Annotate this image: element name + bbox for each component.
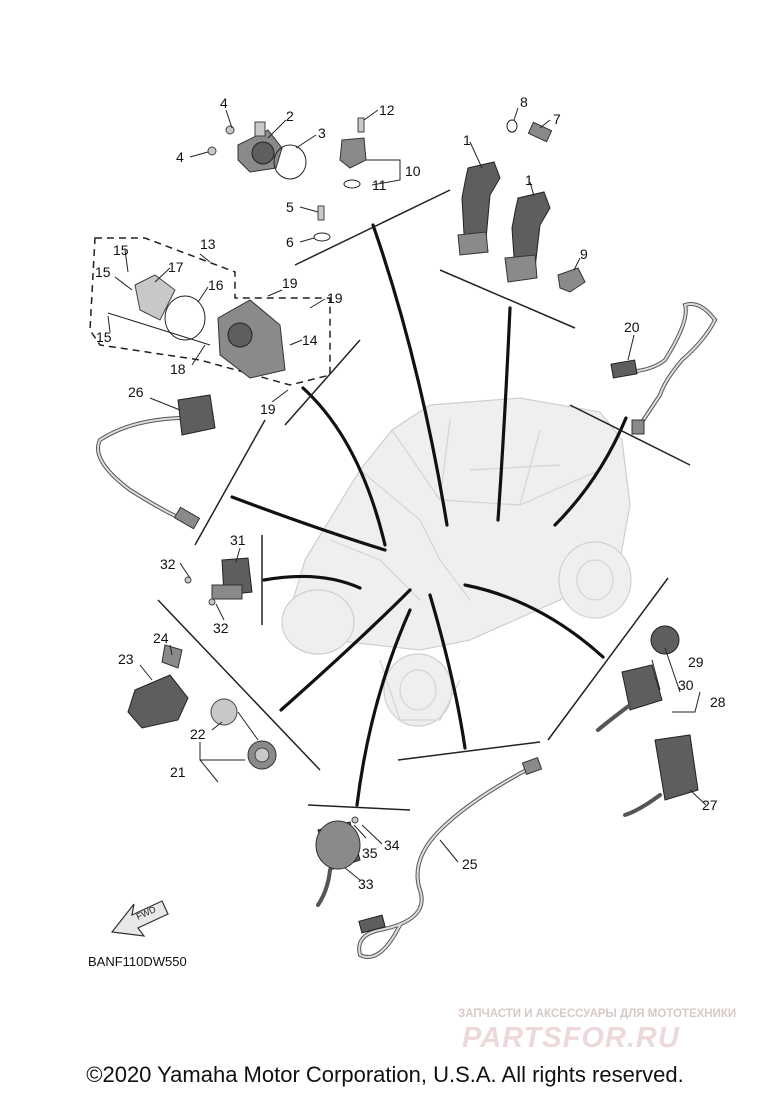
callout-labels: 1 1 2 3 4 4 5 6 7 8 9 10 11 12 13 14 15 … [95, 94, 726, 892]
callout-24: 24 [153, 630, 169, 646]
callout-19: 19 [282, 275, 298, 291]
part-sensor-7-9 [506, 119, 586, 293]
callout-19: 19 [327, 290, 343, 306]
copyright-notice: ©2020 Yamaha Motor Corporation, U.S.A. A… [86, 1062, 684, 1087]
part-ignition-switch-23 [127, 644, 277, 770]
part-meter-assy [207, 121, 307, 180]
part-horn-27-28 [596, 625, 699, 817]
callout-15: 15 [95, 264, 111, 280]
callout-17: 17 [168, 259, 184, 275]
callout-33: 33 [358, 876, 374, 892]
callout-19: 19 [260, 401, 276, 417]
callout-12: 12 [379, 102, 395, 118]
callout-30: 30 [678, 677, 694, 693]
callout-4: 4 [176, 149, 184, 165]
callout-18: 18 [170, 361, 186, 377]
callout-29: 29 [688, 654, 704, 670]
callout-4: 4 [220, 95, 228, 111]
callout-11: 11 [372, 177, 387, 193]
callout-8: 8 [520, 94, 528, 110]
callout-3: 3 [318, 125, 326, 141]
callout-15: 15 [113, 242, 129, 258]
part-relay-31 [184, 557, 253, 606]
callout-6: 6 [286, 234, 294, 250]
callout-7: 7 [553, 111, 561, 127]
callout-26: 26 [128, 384, 144, 400]
callout-5: 5 [286, 199, 294, 215]
part-harness-26 [96, 394, 216, 530]
fwd-arrow-icon: FWD [110, 900, 169, 937]
callout-25: 25 [462, 856, 478, 872]
vehicle-silhouette [281, 397, 632, 727]
callout-32: 32 [213, 620, 229, 636]
callout-2: 2 [286, 108, 294, 124]
part-sensor-12 [313, 117, 367, 242]
callout-34: 34 [384, 837, 400, 853]
part-o2-sensor-20 [610, 302, 718, 435]
connector-lines [230, 223, 628, 807]
group-brackets [89, 189, 691, 811]
callout-10: 10 [405, 163, 421, 179]
part-harness-25 [357, 756, 543, 959]
callout-20: 20 [624, 319, 640, 335]
callout-35: 35 [362, 845, 378, 861]
part-sensor-housing-13 [107, 274, 286, 379]
callout-31: 31 [230, 532, 246, 548]
watermark-site: PARTSFOR.RU [462, 1022, 680, 1054]
part-sensor-33 [315, 816, 361, 907]
diagram-code: BANF110DW550 [88, 954, 187, 969]
callout-15: 15 [96, 329, 112, 345]
callout-1: 1 [463, 132, 471, 148]
part-ignition-coils [457, 161, 551, 283]
callout-22: 22 [190, 726, 206, 742]
callout-21: 21 [170, 764, 186, 780]
callout-27: 27 [702, 797, 718, 813]
callout-23: 23 [118, 651, 134, 667]
callout-13: 13 [200, 236, 216, 252]
callout-1: 1 [525, 172, 533, 188]
callout-16: 16 [208, 277, 224, 293]
callout-28: 28 [710, 694, 726, 710]
callout-leaders [107, 107, 707, 881]
watermark-tagline: ЗАПЧАСТИ И АКСЕССУАРЫ ДЛЯ МОТОТЕХНИКИ [458, 1008, 736, 1020]
callout-32: 32 [160, 556, 176, 572]
callout-9: 9 [580, 246, 588, 262]
callout-14: 14 [302, 332, 318, 348]
watermark: ЗАПЧАСТИ И АКСЕССУАРЫ ДЛЯ МОТОТЕХНИКИ PA… [458, 1008, 736, 1054]
